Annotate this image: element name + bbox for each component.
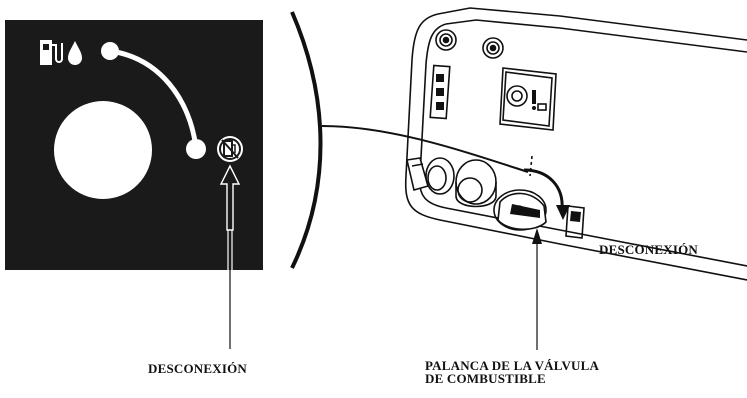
panel-terminal-right bbox=[482, 37, 504, 59]
fuel-valve-lever-label: PALANCA DE LA VÁLVULA DE COMBUSTIBLE bbox=[425, 359, 599, 385]
magnifier-bracket bbox=[290, 11, 323, 269]
valve-callout-arrow bbox=[532, 228, 542, 350]
panel-meter-box bbox=[499, 67, 557, 131]
off-label-right: DESCONEXIÓN bbox=[599, 242, 698, 257]
fuel-valve-lever-label-line2: DE COMBUSTIBLE bbox=[425, 371, 546, 386]
off-label-left: DESCONEXIÓN bbox=[148, 361, 247, 376]
fuel-valve-label-panel bbox=[5, 20, 263, 349]
panel-rocker-switch bbox=[565, 205, 585, 239]
fuel-valve-lever bbox=[493, 189, 547, 231]
panel-round-knob bbox=[425, 157, 455, 195]
valve-knob-hole bbox=[54, 101, 152, 199]
fuel-on-icon bbox=[40, 40, 82, 65]
panel-cylinder-outlet bbox=[455, 159, 497, 208]
generator-control-panel bbox=[404, 7, 747, 281]
valve-travel-arc bbox=[109, 48, 199, 149]
fuel-valve-lever-label-line1: PALANCA DE LA VÁLVULA bbox=[425, 358, 600, 373]
off-callout-arrow-left bbox=[219, 164, 241, 349]
fuel-off-icon bbox=[217, 136, 243, 162]
fuel-off-position-dot bbox=[186, 139, 206, 159]
magnifier-connector-line bbox=[321, 125, 529, 173]
panel-choke-lever bbox=[406, 157, 429, 192]
panel-terminal-left bbox=[435, 29, 457, 51]
